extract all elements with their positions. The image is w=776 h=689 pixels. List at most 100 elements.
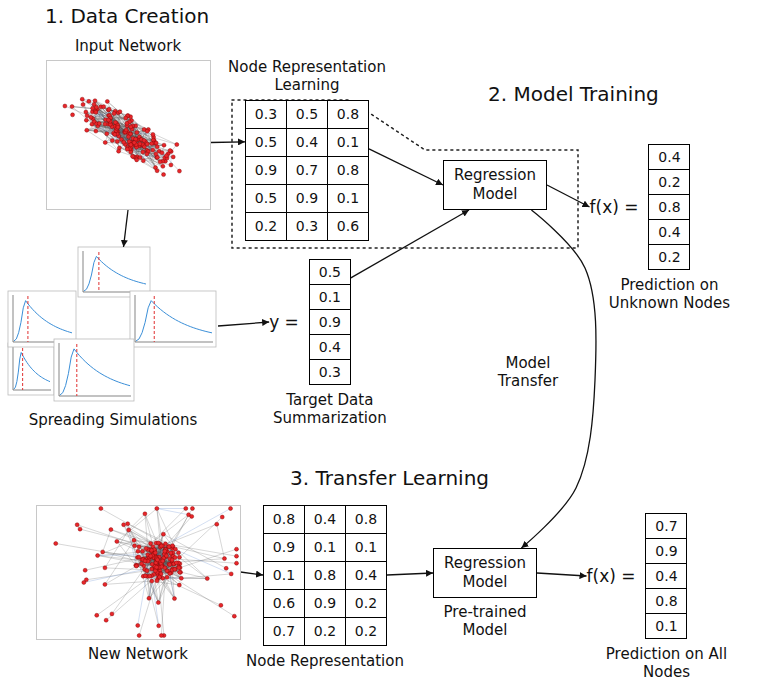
network-node [177,566,181,570]
network-node [175,143,179,147]
network-node [150,579,154,583]
network-node [170,558,174,562]
network-node [154,152,158,156]
network-edge [137,133,153,135]
network-node [94,110,98,114]
network-node [157,624,161,628]
network-edge [126,118,157,158]
network-node [167,544,171,548]
table-cell: 0.9 [305,590,345,617]
network-node [164,554,168,558]
section-heading: 1. Data Creation [45,4,209,28]
table-cell: 0.7 [264,618,304,645]
vector-column: f(x) =0.40.20.80.40.2Prediction on Unkno… [590,144,691,270]
network-node [167,562,171,566]
plot-curve [14,352,50,389]
network-node [235,547,239,551]
network-node [143,559,147,563]
network-node [97,122,101,126]
matrix-table: 0.30.50.80.50.40.10.90.70.80.50.90.10.20… [245,100,369,241]
network-node [87,99,91,103]
network-edge [119,136,133,156]
caption: Prediction on Unknown Nodes [604,276,734,312]
simulation-plot [8,343,54,395]
network-node [224,566,228,570]
network-node [145,569,149,573]
plot-peak-marker [22,348,23,390]
network-node [122,523,126,527]
network-edge [138,551,179,585]
network-edge [97,576,152,616]
vector-cell: 0.9 [310,310,350,334]
network-node [143,574,147,578]
network-node [95,613,99,617]
network-edge [129,122,147,144]
network-node [135,563,139,567]
simulation-plot-group [8,247,216,401]
network-edge [124,525,146,576]
network-node [179,570,183,574]
network-node [155,557,159,561]
vector-name: y = [269,312,299,332]
table-cell: 0.1 [328,185,368,212]
network-edge [151,543,176,569]
network-edge [129,530,160,577]
network-edge [139,547,181,572]
network-node [148,574,152,578]
network-edge [117,541,136,565]
network-node [107,107,111,111]
vector-cells: 0.70.90.40.80.1Prediction on All Nodes [645,513,687,639]
caption: Pre-trained Model [430,603,540,639]
table-cell: 0.2 [246,213,286,240]
network-node [155,579,159,583]
network-node [177,583,181,587]
network-node [171,155,175,159]
network-image: Input Network [46,60,211,210]
network-node [91,106,95,110]
connector-arrow [241,572,264,575]
network-node [105,99,109,103]
network-node [167,545,171,549]
network-node [113,120,117,124]
table-cell: 0.8 [346,506,386,533]
plot-axes [13,295,73,342]
network-node [75,523,79,527]
network-node [113,132,117,136]
simulation-plot [78,247,150,297]
network-node [145,129,149,133]
network-node [115,539,119,543]
vector-name: f(x) = [587,566,636,586]
vector-cell: 0.4 [649,220,689,244]
caption: Prediction on All Nodes [601,645,731,681]
caption: Input Network [48,37,208,55]
network-node [137,634,141,638]
caption: Target Data Summarization [265,391,395,427]
network-node [173,547,177,551]
network-edge [56,544,138,558]
network-node [133,544,137,548]
table-cell: 0.9 [264,534,304,561]
network-edge [130,133,143,160]
plot-axes [59,343,131,396]
network-node [151,132,155,136]
network-node [124,116,128,120]
network-edge [154,554,158,575]
network-edge [128,115,154,137]
network-node [136,623,140,627]
network-node [137,555,141,559]
box-label: Regression Model [438,554,532,592]
network-node [163,566,167,570]
network-node [169,551,173,555]
vector-cell: 0.7 [646,514,686,538]
vector-cell: 0.4 [646,564,686,588]
network-edge [77,525,164,554]
network-edge [163,578,221,605]
table-cell: 0.8 [264,506,304,533]
network-edge [129,514,145,530]
network-node [94,105,98,109]
network-edge [89,101,114,133]
network-edge [143,559,234,616]
network-node [96,554,100,558]
network-edge [107,101,135,125]
network-edge [106,575,158,620]
